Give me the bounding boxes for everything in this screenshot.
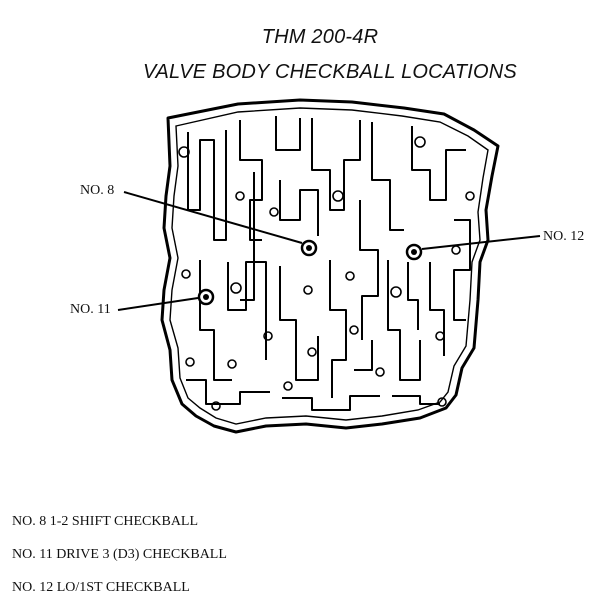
checkball-no11 bbox=[197, 288, 215, 306]
leader-no12 bbox=[421, 235, 541, 250]
diagram-title: THM 200-4R bbox=[261, 26, 379, 48]
checkball-no12 bbox=[405, 243, 423, 261]
leader-no8 bbox=[123, 191, 303, 244]
callout-no12: NO. 12 bbox=[543, 229, 585, 244]
legend-item: NO. 8 1-2 SHIFT CHECKBALL bbox=[12, 514, 199, 529]
legend-item: NO. 11 DRIVE 3 (D3) CHECKBALL bbox=[12, 547, 227, 562]
checkball-no8 bbox=[300, 239, 318, 257]
callout-no11: NO. 11 bbox=[70, 302, 111, 317]
passage-channels bbox=[186, 116, 471, 411]
callout-no8: NO. 8 bbox=[80, 183, 115, 198]
leader-no11 bbox=[117, 297, 199, 311]
legend-item: NO. 12 LO/1ST CHECKBALL bbox=[12, 580, 190, 595]
bolt-holes bbox=[178, 136, 475, 411]
diagram-subtitle: VALVE BODY CHECKBALL LOCATIONS bbox=[143, 61, 517, 83]
